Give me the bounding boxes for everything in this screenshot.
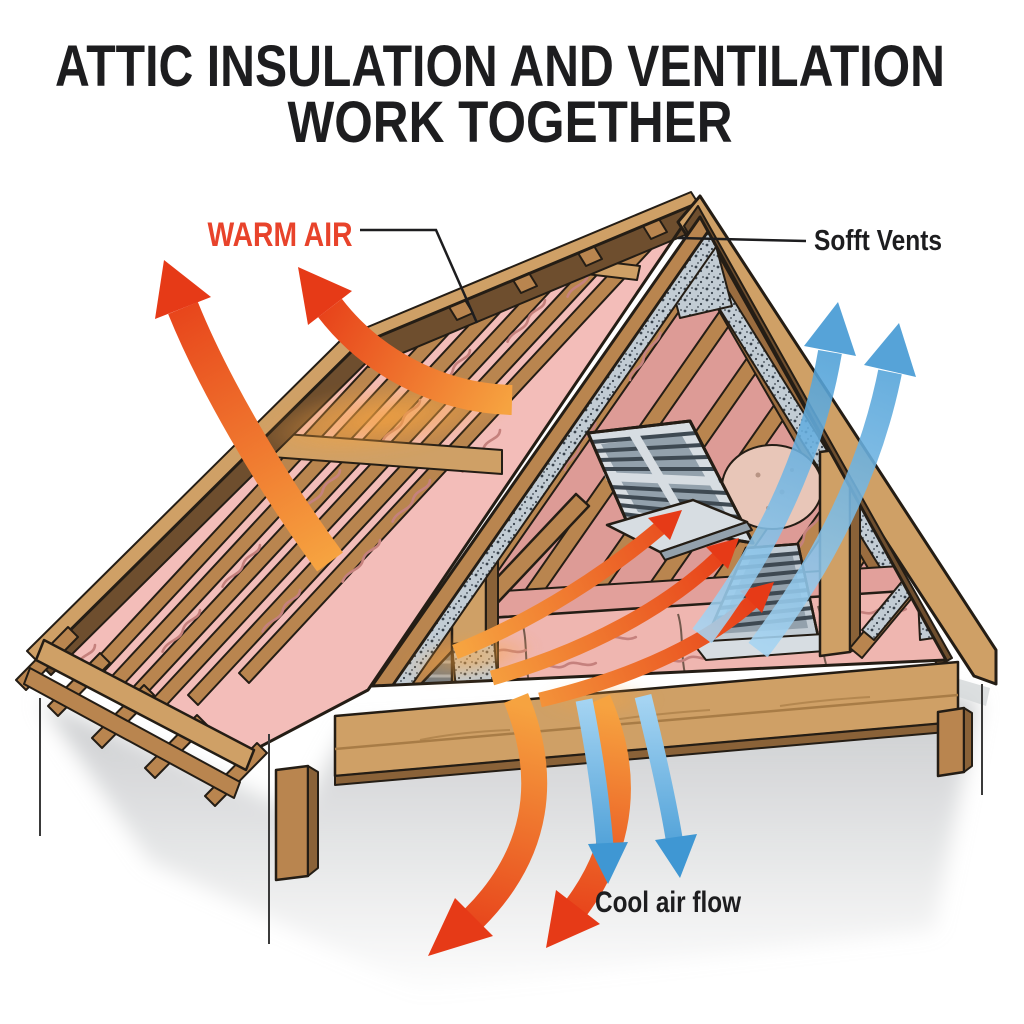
title-line-2: WORK TOGETHER (288, 90, 733, 155)
wall-post (936, 706, 966, 778)
left-eave (15, 626, 268, 807)
airflow-arrows (155, 260, 916, 956)
support-posts (274, 706, 973, 882)
ridge-deck (350, 191, 710, 368)
gable-outline (370, 215, 948, 688)
gable-vent (586, 419, 755, 561)
soffit-vents-label: Sofft Vents (814, 225, 942, 257)
callouts: WARM AIR Sofft Vents Cool air flow (208, 216, 943, 919)
diagram-title: ATTIC INSULATION AND VENTILATION WORK TO… (55, 34, 945, 155)
warm-air-arrow-interior-2 (489, 538, 739, 686)
wall-outline-lines (39, 684, 983, 944)
warm-air-label: WARM AIR (208, 216, 353, 254)
warm-air-arrow-down-2 (546, 694, 631, 948)
cool-air-arrow-up-1 (692, 302, 856, 644)
warm-air-arrow-interior-1 (452, 510, 682, 659)
title-line-1: ATTIC INSULATION AND VENTILATION (55, 34, 945, 99)
warm-air-arrow-left-1 (155, 260, 343, 572)
fascia-board (34, 638, 256, 772)
cool-air-arrow-down-1 (575, 698, 628, 884)
eave-board (23, 667, 241, 799)
cool-air-arrow-down-2 (634, 693, 697, 878)
warm-air-leader-line (360, 228, 479, 324)
cool-air-flow-label: Cool air flow (595, 886, 742, 919)
soffit-vents-leader-line (677, 236, 807, 243)
cool-air-arrow-up-2 (748, 323, 916, 658)
wall-post (274, 764, 310, 882)
warm-air-arrow-left-2 (298, 267, 513, 415)
wall-shadow (40, 694, 978, 990)
warm-air-arrow-down-1 (428, 693, 548, 956)
